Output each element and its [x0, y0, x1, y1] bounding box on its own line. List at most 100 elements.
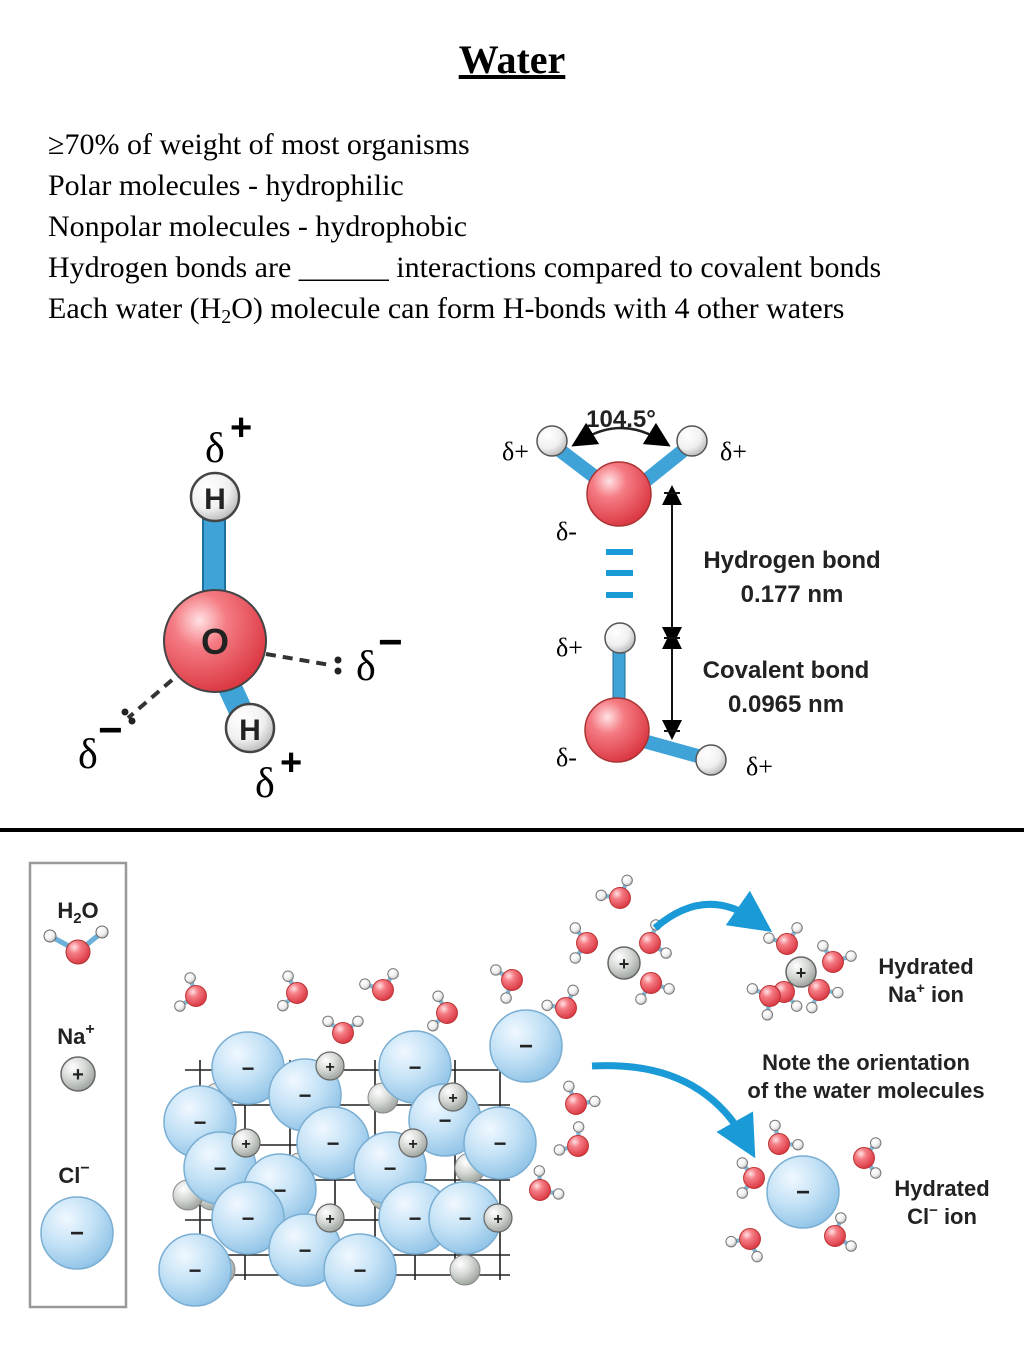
chloride-minus: −: [494, 1131, 507, 1156]
hydrogen-atom-top: [189, 471, 241, 523]
hydrogen-atom: [790, 1000, 803, 1012]
hydrated-sodium-ion: [785, 956, 817, 988]
legend-na-label: Na+: [57, 1021, 94, 1049]
water-molecule-charges: O H H δ + δ − δ − δ +: [78, 407, 403, 807]
bullet-five-post: O) molecule can form H-bonds with 4 othe…: [231, 292, 845, 325]
hydrogen-atom: [791, 922, 803, 934]
dissolving-sodium-ion: [607, 946, 641, 980]
hydrated-na-post: ion: [925, 982, 964, 1007]
hydrogen-atom: [676, 425, 708, 457]
hydrogen-atom: [817, 940, 829, 952]
hbond-dash: [606, 592, 633, 598]
water-molecule: [853, 1137, 882, 1179]
oxygen-atom: [776, 933, 798, 955]
water-molecule: [553, 1121, 589, 1157]
lone-pair-dot: [121, 708, 129, 716]
hydrogen-atom: [635, 993, 647, 1005]
delta-plus-label: δ+: [502, 437, 529, 466]
oxygen-atom: [372, 979, 394, 1001]
bullet-five-pre: Each water (H: [48, 292, 222, 325]
hydrogen-atom: [869, 1137, 882, 1149]
note-line2: of the water molecules: [747, 1078, 984, 1103]
sodium-plus: +: [325, 1211, 334, 1228]
delta-plus-label: δ+: [746, 752, 773, 781]
hydrogen-atom: [572, 1121, 585, 1133]
oxygen-atom: [436, 1002, 458, 1024]
hydrogen-atom: [432, 990, 444, 1002]
oxygen-atom: [824, 1225, 846, 1247]
chloride-minus: −: [354, 1258, 367, 1283]
chloride-minus: −: [439, 1108, 452, 1133]
hbond-dash-right: [265, 652, 331, 667]
hydrogen-atom-bottom: [224, 702, 276, 754]
hydrogen-atom: [806, 1001, 818, 1014]
delta-plus-label: δ+: [556, 633, 583, 662]
hydrated-na-line2: Na+ ion: [888, 980, 964, 1007]
hydrogen-atom: [751, 1250, 763, 1263]
sodium-plus: +: [241, 1136, 250, 1153]
legend-na-sup: +: [85, 1021, 94, 1038]
delta-symbol: δ: [78, 732, 98, 778]
hydrogen-atom: [832, 986, 844, 999]
lone-pair-dot: [128, 717, 136, 725]
oxygen-atom: [332, 1022, 354, 1044]
water-molecule: [490, 964, 523, 1004]
hydrogen-atom: [792, 1138, 804, 1151]
delta-symbol: δ: [255, 761, 275, 807]
oxygen-atom: [185, 985, 207, 1007]
chloride-ion: [158, 1233, 232, 1307]
sodium-ion: [438, 1082, 468, 1112]
hydrogen-atom: [569, 952, 582, 964]
hydrated-na-pre: Na: [888, 982, 917, 1007]
oxygen-atom: [501, 969, 523, 991]
water-molecule: [806, 979, 844, 1014]
legend-h2o-sub: 2: [73, 910, 81, 927]
water-molecule: [736, 1157, 765, 1199]
delta-symbol: δ: [356, 644, 376, 690]
lone-pair-dot: [334, 656, 342, 664]
hydrogen-atom: [552, 1188, 565, 1200]
hydrogen-atom: [736, 1157, 749, 1169]
chloride-ion: [463, 1106, 537, 1180]
hydrogen-atom: [174, 1000, 186, 1012]
legend-h2o-post: O: [82, 898, 99, 923]
hydrogen-atom: [387, 968, 399, 980]
chloride-minus: −: [409, 1055, 422, 1080]
hydrogen-atom: [490, 964, 502, 976]
sodium-plus: +: [448, 1090, 457, 1107]
hydrogen-atom: [869, 1167, 882, 1179]
oxygen-atom: [759, 985, 781, 1007]
hydrated-sodium-plus: +: [796, 963, 807, 983]
oxygen-atom: [808, 979, 830, 1001]
bond-length-diagram: 104.5° Hydrogen bond 0.177 nm Covalent b…: [502, 406, 881, 781]
sodium-ion: [315, 1051, 345, 1081]
page-title: Water: [458, 37, 566, 82]
hydrogen-atom: [553, 1144, 566, 1156]
hydrogen-atom: [604, 622, 636, 654]
bullet-hydrogen-bonds: Hydrogen bonds are ______ interactions c…: [48, 251, 882, 284]
water-molecule: [763, 922, 803, 955]
hydrogen-atom: [761, 1009, 774, 1021]
hydrogen-atom: [563, 1080, 575, 1093]
hydrated-na-sup: +: [916, 980, 925, 997]
hydrogen-label-bottom: H: [239, 714, 261, 747]
chloride-minus: −: [242, 1056, 255, 1081]
chloride-ion: [323, 1233, 397, 1307]
delta-minus-label: δ-: [556, 517, 577, 546]
hydrogen-atom: [536, 425, 568, 457]
chloride-minus: −: [242, 1206, 255, 1231]
sodium-plus: +: [493, 1211, 502, 1228]
na-hydration-arrow: [652, 890, 773, 933]
hydrogen-atom: [427, 1019, 439, 1032]
hydrated-cl-post: ion: [938, 1204, 977, 1229]
minus-sign: −: [378, 618, 403, 665]
hydrogen-atom: [845, 950, 857, 962]
bullet-five-sub: 2: [221, 306, 232, 328]
oxygen-atom: [739, 1228, 761, 1250]
sodium-ion: [449, 1254, 481, 1286]
oxygen-atom: [586, 461, 652, 527]
oxygen-atom: [640, 972, 662, 994]
oxygen-atom: [529, 1179, 551, 1201]
minus-sign: −: [98, 706, 123, 753]
